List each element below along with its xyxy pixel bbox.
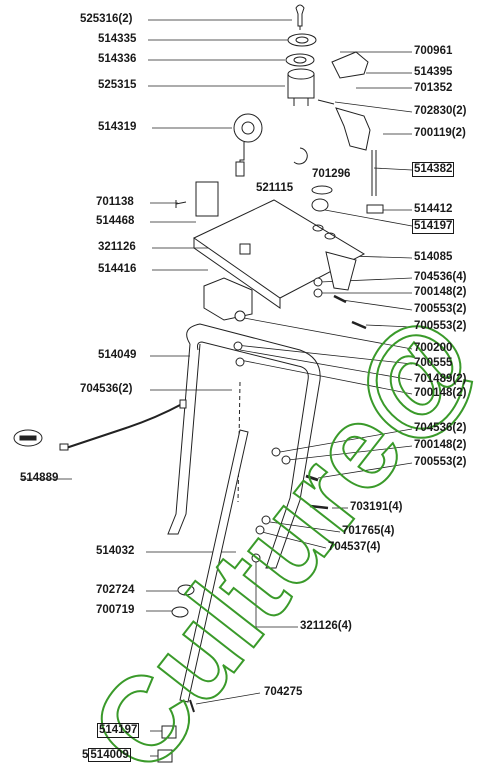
- part-label-boxed: 514382: [412, 162, 455, 177]
- handlebar-drawing: [167, 323, 321, 569]
- part-label: 514416: [98, 263, 137, 275]
- part-label: 700119(2): [414, 127, 466, 139]
- part-label: 704537(4): [328, 541, 381, 553]
- part-label: 514085: [414, 251, 453, 263]
- part-label: 701765(4): [342, 525, 395, 537]
- part-label: 701296: [312, 168, 351, 180]
- part-label: 700555: [414, 357, 453, 369]
- part-label: 514412: [414, 203, 453, 215]
- part-label: 514319: [98, 121, 137, 133]
- part-label: 700148(2): [414, 387, 467, 399]
- part-label: 521115: [256, 182, 294, 194]
- part-label: 702724: [96, 584, 135, 596]
- cable-drawing: [13, 399, 187, 451]
- part-label: 701352: [414, 82, 453, 94]
- part-label: 702830(2): [414, 105, 467, 117]
- part-label: 700148(2): [414, 286, 467, 298]
- part-label: 321126(4): [300, 620, 352, 632]
- part-label: 700719: [96, 604, 135, 616]
- part-label: 700148(2): [414, 439, 467, 451]
- control-panel-drawing: [193, 199, 366, 309]
- part-label: 514468: [96, 215, 135, 227]
- part-label: 700200: [414, 342, 453, 354]
- part-label: 704536(2): [80, 383, 133, 395]
- part-label: 514336: [98, 53, 137, 65]
- horn-drawing: [233, 113, 263, 177]
- part-label: 514049: [98, 349, 137, 361]
- ignition-switch-drawing: [287, 68, 315, 106]
- part-label: 525315: [98, 79, 137, 91]
- part-label: 701138: [96, 196, 134, 208]
- part-label: 703191(4): [350, 501, 403, 513]
- steering-shaft-drawing: [179, 429, 249, 703]
- part-label: 700553(2): [414, 303, 467, 315]
- part-label-boxed: 514009: [88, 748, 131, 762]
- part-label: 514395: [414, 66, 453, 78]
- part-label-boxed: 514197: [412, 219, 455, 234]
- part-label-boxed: 514197: [97, 723, 140, 738]
- part-label: 321126: [98, 241, 136, 253]
- part-label: 514889: [20, 472, 59, 484]
- part-label: 704275: [264, 686, 303, 698]
- clip-drawing: [293, 147, 308, 165]
- part-label: 514032: [96, 545, 135, 557]
- part-label: 525316(2): [80, 13, 133, 25]
- key-drawing: [295, 4, 305, 30]
- part-label: 700553(2): [414, 320, 467, 332]
- part-label: 704536(4): [414, 271, 467, 283]
- part-label: 701489(2): [414, 373, 467, 385]
- part-label: 704536(2): [414, 422, 467, 434]
- part-label: 700961: [414, 45, 453, 57]
- part-label: 514335: [98, 33, 137, 45]
- part-label: 700553(2): [414, 456, 467, 468]
- leader-lines-right: [195, 51, 413, 705]
